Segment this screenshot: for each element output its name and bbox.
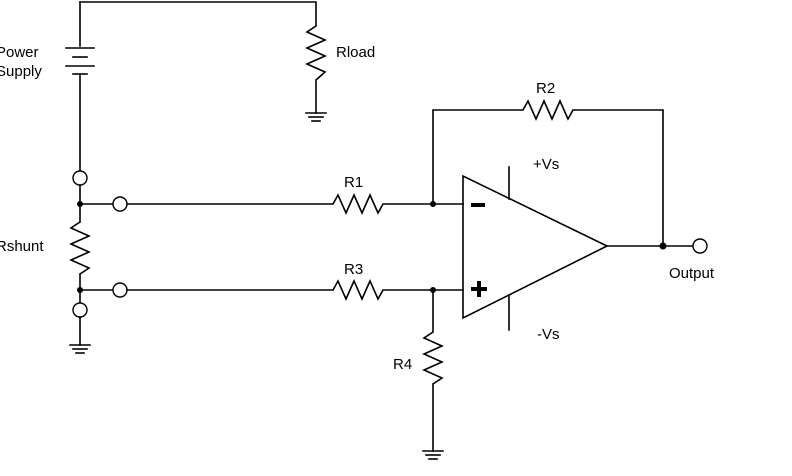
output-label: Output (669, 265, 715, 282)
r4-resistor (422, 331, 444, 385)
r4-label: R4 (393, 356, 412, 373)
output-terminal (692, 238, 708, 254)
power-supply-label-line2: Supply (0, 63, 42, 80)
r2-label: R2 (536, 80, 555, 97)
supply-terminal (72, 170, 88, 186)
noninverting-sign (471, 281, 487, 297)
r1-label: R1 (344, 174, 363, 191)
input-terminal-bottom (112, 282, 128, 298)
rshunt-resistor (69, 221, 91, 275)
r3-resistor (332, 279, 384, 301)
r3-label: R3 (344, 261, 363, 278)
shunt-bottom-terminal (72, 302, 88, 318)
battery-symbol (65, 47, 95, 75)
top-wire (79, 1, 317, 27)
op-amp-triangle (462, 174, 609, 320)
rshunt-label: Rshunt (0, 238, 44, 255)
rload-resistor (305, 25, 327, 81)
plus-vs-label: +Vs (533, 156, 559, 173)
power-supply-label-line1: Power (0, 44, 39, 61)
r2-resistor (522, 99, 574, 121)
r4-ground-icon (422, 450, 444, 460)
rload-ground-icon (305, 112, 327, 122)
inverting-sign (471, 203, 485, 207)
minus-vs-label: -Vs (537, 326, 560, 343)
input-terminal-top (112, 196, 128, 212)
feedback-wire-left (432, 109, 524, 205)
rload-label: Rload (336, 44, 375, 61)
r1-resistor (332, 193, 384, 215)
feedback-wire-right (572, 109, 664, 247)
output-node (659, 242, 667, 250)
shunt-ground-icon (69, 344, 91, 354)
